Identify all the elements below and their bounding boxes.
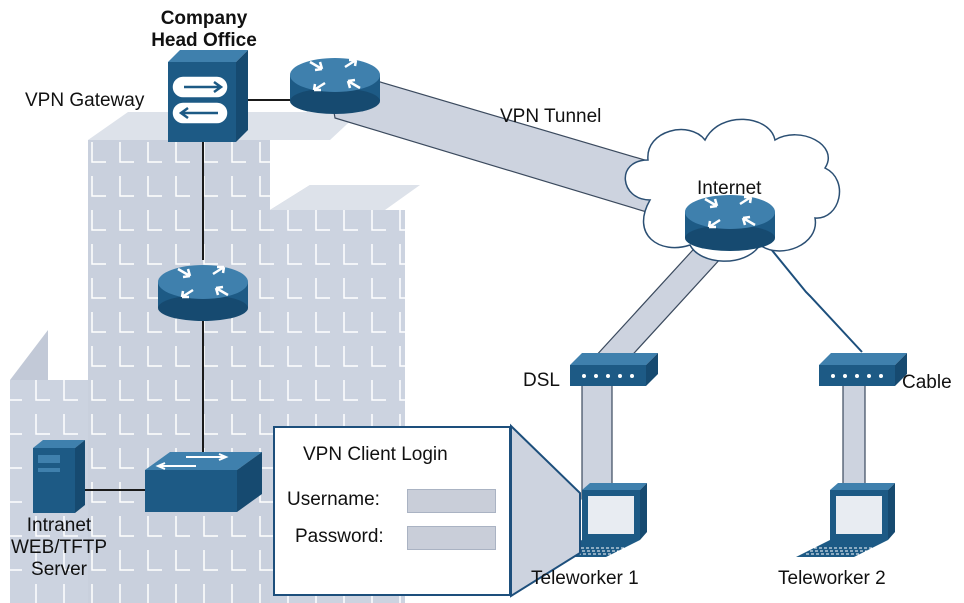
- password-label: Password:: [295, 526, 384, 547]
- server-icon: [33, 440, 85, 513]
- vpn-gateway-label: VPN Gateway: [25, 90, 145, 111]
- head-office-line1: Company: [160, 8, 248, 29]
- dsl-label: DSL: [523, 370, 560, 391]
- firewall-icon: [168, 50, 248, 142]
- dsl-link: [581, 239, 735, 500]
- login-title: VPN Client Login: [303, 444, 448, 465]
- switch-icon: [145, 452, 262, 512]
- cloud-icon: [624, 118, 841, 262]
- vpn-client-login-box: VPN Client Login Username: Password:: [273, 426, 511, 596]
- head-office-title: Company Head Office: [140, 8, 268, 52]
- username-label: Username:: [287, 489, 380, 510]
- teleworker-2-label: Teleworker 2: [778, 568, 886, 589]
- modem-icon: [570, 353, 658, 386]
- teleworker-1-label: Teleworker 1: [531, 568, 639, 589]
- server-label-line1: Intranet: [26, 515, 92, 536]
- cable-label: Cable: [902, 372, 952, 393]
- internet-label: Internet: [697, 178, 762, 199]
- server-label: Intranet WEB/TFTP Server: [0, 515, 118, 581]
- laptop-icon: [796, 483, 895, 557]
- login-callout: [510, 423, 581, 598]
- username-field[interactable]: [407, 489, 496, 513]
- modem-icon: [819, 353, 907, 386]
- head-office-line2: Head Office: [151, 30, 257, 51]
- password-field[interactable]: [407, 526, 496, 550]
- router-icon: [290, 58, 380, 114]
- server-label-line3: Server: [31, 559, 87, 580]
- vpn-tunnel-label: VPN Tunnel: [500, 106, 602, 127]
- server-label-line2: WEB/TFTP: [10, 537, 108, 558]
- router-icon: [685, 195, 775, 251]
- router-icon: [158, 265, 248, 321]
- lan-wires: [85, 99, 290, 491]
